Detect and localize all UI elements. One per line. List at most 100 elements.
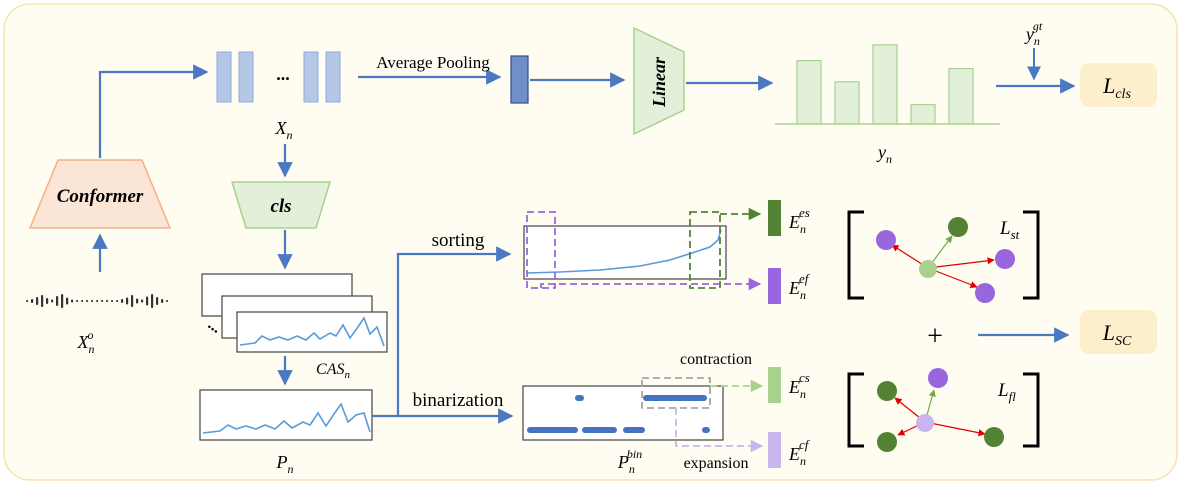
expansion-highlight: [526, 211, 556, 289]
waveform-bar: [71, 299, 74, 303]
anchor-node: [916, 414, 934, 432]
arrow-to-cf: [675, 408, 764, 453]
cls-head: [230, 181, 332, 229]
green-node: [984, 427, 1004, 447]
prediction-label: yn: [876, 142, 892, 166]
loss-sc-label: LSC: [1102, 320, 1132, 349]
waveform-bar: [146, 296, 149, 306]
input-label: Xno: [77, 328, 95, 356]
sorting-label: sorting: [432, 230, 485, 251]
waveform-bar: [106, 300, 109, 302]
loss-cls-box: [1080, 63, 1157, 107]
pn-label: Pn: [276, 452, 294, 476]
waveform-bar: [121, 299, 124, 303]
purple-node: [995, 249, 1015, 269]
embedding-cs-block: [768, 367, 781, 403]
sorted-curve: [526, 229, 722, 274]
purple-node: [928, 368, 948, 388]
waveform-bar: [126, 297, 129, 305]
embedding-cf-block: [768, 432, 781, 468]
embedding-ef-block: [768, 268, 781, 304]
cas-frame: [236, 311, 388, 353]
waveform-bar: [136, 298, 139, 304]
waveform-icon: [26, 294, 169, 308]
green-node: [948, 217, 968, 237]
waveform-bar: [131, 295, 134, 307]
binary-label: Pnbin: [617, 447, 642, 476]
prediction-bar: [834, 81, 860, 125]
cls-head-label: cls: [270, 196, 291, 217]
prediction-bar: [910, 104, 936, 125]
waveform-bar: [61, 294, 64, 308]
purple-node: [975, 283, 995, 303]
contraction-highlight: [689, 211, 721, 289]
waveform-bar: [161, 299, 164, 303]
waveform-bar: [151, 294, 154, 308]
features-label: Xn: [275, 118, 293, 142]
arrow-conformer-to-features: [98, 64, 209, 158]
feature-block: [325, 51, 341, 103]
expansion-label: expansion: [684, 455, 749, 472]
anchor-node: [919, 260, 937, 278]
contraction-label: contraction: [680, 351, 752, 368]
embedding-es-label: Enes: [788, 205, 810, 236]
prediction-bar: [948, 67, 974, 125]
waveform-bar: [91, 300, 94, 302]
fl-graph: [877, 368, 1004, 452]
waveform-bar: [76, 300, 79, 302]
cas-curve: [239, 316, 385, 347]
waveform-bar: [36, 297, 39, 305]
waveform-bar: [101, 300, 104, 302]
pooled-feature-block: [510, 55, 529, 104]
loss-fl-label: Lfl: [997, 380, 1016, 404]
bracket-left-fl: [847, 372, 864, 448]
arrow-to-ef: [540, 277, 762, 291]
waveform-bar: [31, 299, 34, 303]
waveform-bar: [166, 300, 169, 302]
linear-label: Linear: [649, 56, 669, 108]
waveform-bar: [26, 300, 29, 302]
waveform-bar: [46, 298, 49, 304]
waveform-bar: [51, 299, 54, 303]
waveform-bar: [66, 297, 69, 305]
prediction-bars: [796, 44, 974, 125]
waveform-bar: [86, 300, 89, 302]
plus-sign: +: [927, 321, 943, 352]
waveform-bar: [141, 299, 144, 303]
feature-block: [303, 51, 319, 103]
waveform-bar: [41, 295, 44, 307]
pn-frame: [199, 389, 373, 441]
feature-block: [238, 51, 254, 103]
waveform-bar: [56, 296, 59, 306]
conformer-block: [28, 159, 172, 229]
prediction-bar: [872, 44, 898, 125]
pn-curve: [202, 402, 371, 434]
purple-node: [876, 230, 896, 250]
green-node: [877, 381, 897, 401]
waveform-bar: [96, 300, 99, 302]
embedding-ef-label: Enef: [788, 271, 811, 302]
conformer-label: Conformer: [57, 186, 144, 207]
pooling-label: Average Pooling: [376, 53, 490, 72]
waveform-bar: [116, 300, 119, 302]
waveform-bar: [111, 300, 114, 302]
embedding-es-block: [768, 200, 781, 236]
loss-cls-label: Lcls: [1102, 73, 1131, 102]
arrow-sorting-branch: [372, 246, 512, 418]
waveform-bar: [81, 300, 84, 302]
bracket-right-fl: [1023, 372, 1040, 448]
ground-truth-label: yngt: [1024, 19, 1043, 48]
st-graph: [876, 217, 1015, 303]
cas-label: CASn: [316, 361, 350, 381]
bracket-left-st: [847, 210, 864, 300]
feature-block: [216, 51, 232, 103]
loss-st-label: Lst: [999, 218, 1020, 242]
prediction-bar: [796, 60, 822, 125]
green-node: [877, 432, 897, 452]
embedding-cf-label: Encf: [788, 437, 811, 468]
loss-sc-box: [1080, 310, 1157, 354]
binarization-label: binarization: [413, 390, 504, 411]
binary-segments: [527, 395, 710, 433]
bracket-right-st: [1023, 210, 1040, 300]
